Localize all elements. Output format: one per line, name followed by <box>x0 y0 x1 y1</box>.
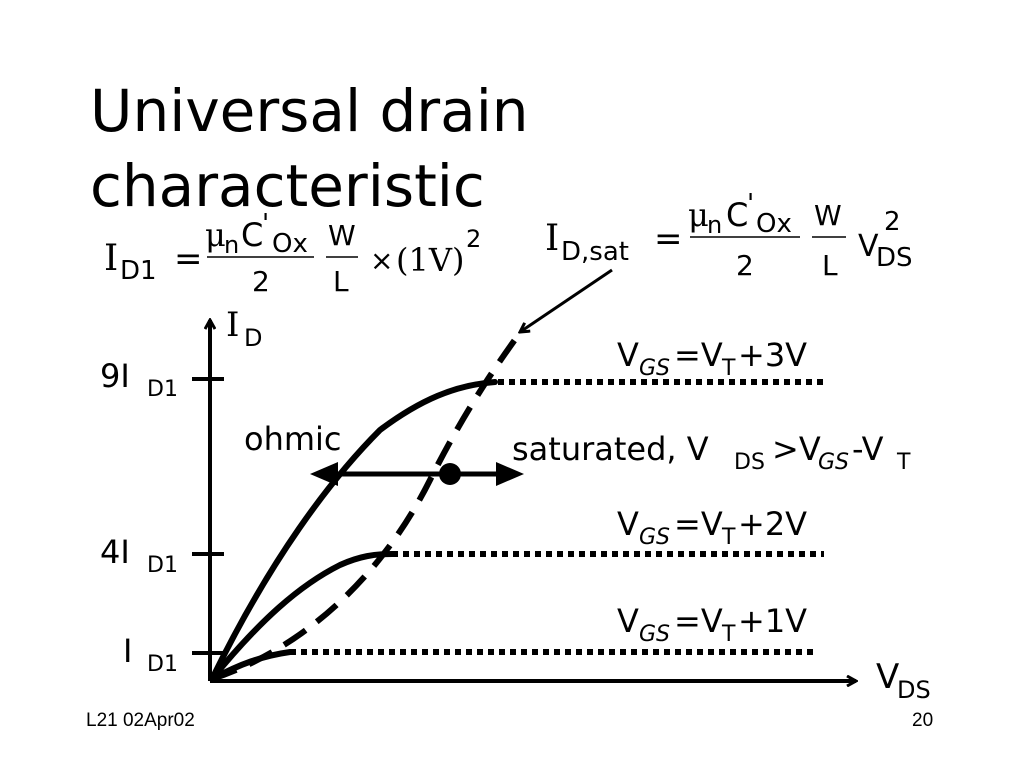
formula-id1-exp: 2 <box>466 225 481 253</box>
formula-id1-paren: (1V) <box>396 241 464 279</box>
formula-idsat-den: 2 <box>736 249 754 282</box>
saturated-label-gs: GS <box>818 450 849 475</box>
saturated-label-t: T <box>896 450 911 475</box>
saturated-label-ds: DS <box>734 450 765 475</box>
curve-vgs-vt-2v <box>209 551 395 682</box>
curve-label-2v-tail: +2V <box>738 505 807 543</box>
formula-idsat-v: V <box>858 229 879 264</box>
formula-id1-times: × <box>370 244 393 277</box>
region-arrow <box>310 462 524 486</box>
y-tick-label-4id1-sub: D1 <box>147 553 178 578</box>
axes: I D V DS 9I D1 4I D1 I D1 <box>100 305 931 704</box>
x-axis-label-sub: DS <box>897 676 931 704</box>
slide-title-line-1: Universal drain <box>90 77 529 145</box>
curve-label-3v-gs: GS <box>639 356 670 381</box>
saturated-label-gt: >V <box>772 430 821 468</box>
formula-id1-l: L <box>333 265 349 298</box>
x-axis-label: V <box>876 657 899 697</box>
region-arrow-right-head <box>496 462 524 486</box>
formula-idsat-mu: μ <box>688 196 709 234</box>
formula-idsat-v-sub: DS <box>876 243 913 273</box>
formula-id1-lhs: I <box>104 238 118 279</box>
curve-label-1v-gs: GS <box>639 622 670 647</box>
y-tick-label-9id1-sub: D1 <box>147 377 178 402</box>
formula-idsat-l: L <box>822 249 838 282</box>
formula-id1-equals: = <box>174 239 203 279</box>
formula-idsat-mu-sub: n <box>707 211 722 239</box>
formula-idsat-prime: ' <box>747 189 754 219</box>
y-tick-label-4id1: 4I <box>100 533 130 571</box>
curve-vgs-vt-3v <box>209 379 498 682</box>
curve-label-1v-tail: +1V <box>738 602 807 640</box>
curve-label-3v: V GS =V T +3V <box>617 336 807 381</box>
saturated-label: saturated, V DS >V GS -V T <box>512 430 911 475</box>
curve-label-3v-eq: =V <box>674 336 723 374</box>
formula-idsat-lhs: I <box>545 218 559 259</box>
formula-idsat-equals: = <box>654 219 683 259</box>
curve-label-1v-eq: =V <box>674 602 723 640</box>
region-arrow-left-head <box>310 462 338 486</box>
formula-idsat-ox: Ox <box>756 209 792 239</box>
formula-id1-mu-sub: n <box>224 231 239 259</box>
footer-lecture-id: L21 02Apr02 <box>86 710 195 731</box>
formula-idsat-c: C <box>726 196 748 234</box>
y-tick-label-9id1: 9I <box>100 357 130 395</box>
formula-id1-c: C <box>241 216 263 254</box>
curve-label-3v-v: V <box>617 336 639 374</box>
formula-idsat-w: W <box>814 199 842 232</box>
y-tick-label-id1-sub: D1 <box>147 652 178 677</box>
slide-title-line-2: characteristic <box>90 152 485 220</box>
y-tick-label-id1: I <box>123 632 132 670</box>
formula-idsat: I D,sat = μ n C ' Ox 2 W L V DS 2 <box>545 189 913 282</box>
saturated-label-prefix: saturated, V <box>512 430 709 468</box>
formula-id1-ox: Ox <box>272 229 308 259</box>
curve-label-2v-v: V <box>617 505 639 543</box>
footer-slide-number: 20 <box>912 710 934 731</box>
formula-pointer-arrow <box>520 268 613 332</box>
formula-idsat-exp: 2 <box>884 207 901 237</box>
region-boundary-dot <box>439 463 461 485</box>
formula-id1-prime: ' <box>262 209 269 239</box>
formula-id1-lhs-sub: D1 <box>120 256 157 286</box>
y-axis-label: I <box>226 305 239 345</box>
curve-label-1v-v: V <box>617 602 639 640</box>
curve-label-2v-t: T <box>721 525 736 550</box>
curve-label-2v-gs: GS <box>639 525 670 550</box>
curve-label-1v: V GS =V T +1V <box>617 602 807 647</box>
saturation-lines <box>290 379 824 655</box>
formula-idsat-lhs-sub: D,sat <box>561 237 629 267</box>
saturated-label-minus: -V <box>852 430 884 468</box>
curve-label-2v-eq: =V <box>674 505 723 543</box>
y-axis-label-sub: D <box>244 324 262 352</box>
formula-id1-den: 2 <box>252 265 270 298</box>
saturation-boundary-parabola <box>211 328 525 682</box>
curve-label-3v-tail: +3V <box>738 336 807 374</box>
formula-id1-w: W <box>328 219 356 252</box>
curve-label-3v-t: T <box>721 356 736 381</box>
formula-id1: I D1 = μ n C ' Ox 2 W L × (1V) 2 <box>104 209 481 298</box>
curve-label-1v-t: T <box>721 622 736 647</box>
curve-label-2v: V GS =V T +2V <box>617 505 807 550</box>
ohmic-label: ohmic <box>244 420 342 458</box>
formula-id1-mu: μ <box>205 216 226 254</box>
